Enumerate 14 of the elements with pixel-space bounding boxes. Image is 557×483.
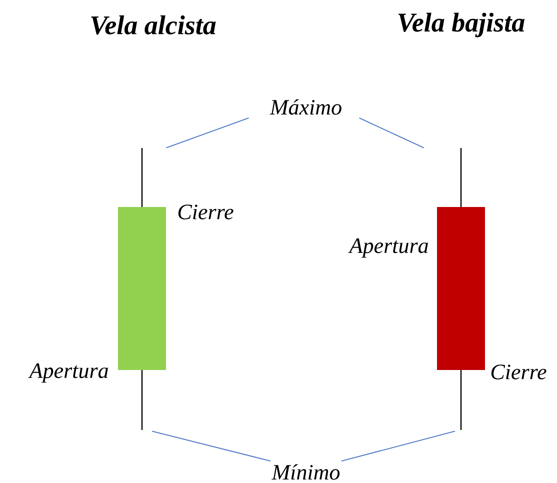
- label-text: Mínimo: [272, 464, 340, 480]
- price-label: Cierre: [491, 364, 546, 380]
- price-label: Cierre: [178, 204, 234, 220]
- price-label: Apertura: [348, 238, 428, 258]
- leader-line: [358, 118, 424, 148]
- price-label: Apertura: [28, 363, 108, 383]
- candle-title: Vela bajista: [398, 12, 524, 38]
- leader-line: [166, 118, 250, 148]
- label-text: Máximo: [270, 99, 342, 115]
- leader-line: [152, 430, 272, 462]
- candlestick-drawing: [118, 148, 166, 430]
- candlestick-drawing: [437, 148, 485, 430]
- candle-title: Vela alcista: [91, 15, 216, 35]
- leader-line: [340, 430, 456, 462]
